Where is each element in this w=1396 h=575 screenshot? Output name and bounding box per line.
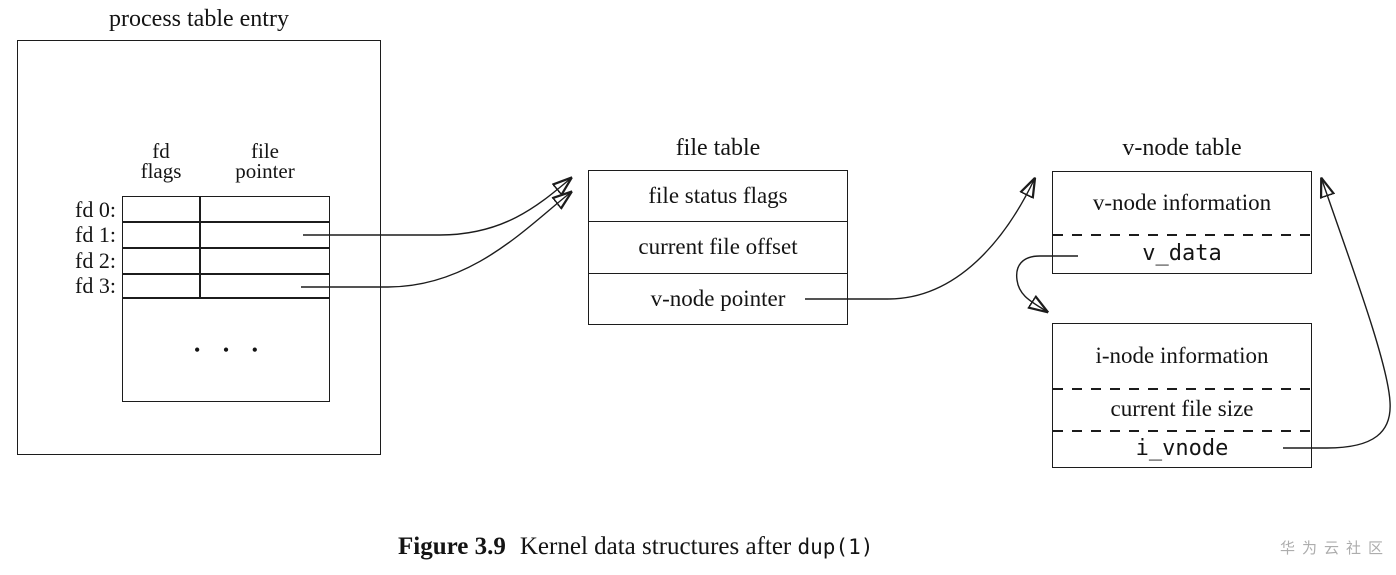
caption-code: dup(1) (797, 535, 874, 559)
watermark: 华为云社区 (1279, 539, 1390, 557)
current-file-size-row: current file size (1110, 396, 1254, 421)
v-data-row: v_data (1142, 240, 1222, 266)
inode-information-row: i-node information (1095, 343, 1269, 368)
fd-ellipsis-box: • • • (122, 298, 330, 402)
vnode-information-row: v-node information (1092, 190, 1272, 215)
caption-label: Figure 3.9 (398, 533, 506, 560)
fd-row-label-2: fd 2: (75, 248, 116, 273)
fd-row-line-3 (123, 273, 329, 275)
fd-flags-header-line1: fd (152, 139, 170, 163)
figure-caption: Figure 3.9 Kernel data structures after d… (398, 533, 873, 561)
ellipsis-dots: • • • (194, 339, 267, 360)
fd-table (122, 196, 330, 298)
fd-row-line-2 (123, 247, 329, 249)
file-table-box: file status flags current file offset v-… (588, 170, 848, 325)
fd-row-label-3: fd 3: (75, 273, 116, 298)
fd-row-label-0: fd 0: (75, 197, 116, 222)
vnode-table-title: v-node table (1122, 135, 1242, 161)
file-status-flags-row: file status flags (648, 183, 788, 209)
fd-flags-header: fd flags (122, 139, 200, 183)
fd-row-label-1: fd 1: (75, 222, 116, 247)
current-file-offset-row: current file offset (589, 221, 847, 272)
inode-box-dashed-divider-2 (1053, 430, 1311, 432)
vnode-pointer-row: v-node pointer (589, 272, 847, 324)
inode-box-dashed-divider-1 (1053, 388, 1311, 390)
fd-row-line-1 (123, 221, 329, 223)
file-table-title: file table (675, 135, 761, 161)
file-pointer-header-line2: pointer (235, 159, 295, 183)
file-pointer-header-line1: file (251, 139, 279, 163)
vnode-info-box: v-node information v_data (1052, 171, 1312, 274)
file-pointer-header: file pointer (200, 139, 330, 183)
fd-table-divider (199, 197, 201, 297)
vnode-box-dashed-divider (1053, 234, 1311, 236)
fd-flags-header-line2: flags (140, 159, 182, 183)
process-table-title: process table entry (109, 6, 289, 32)
inode-box: i-node information current file size i_v… (1052, 323, 1312, 468)
caption-text: Kernel data structures after (519, 533, 792, 560)
i-vnode-row: i_vnode (1135, 435, 1229, 461)
